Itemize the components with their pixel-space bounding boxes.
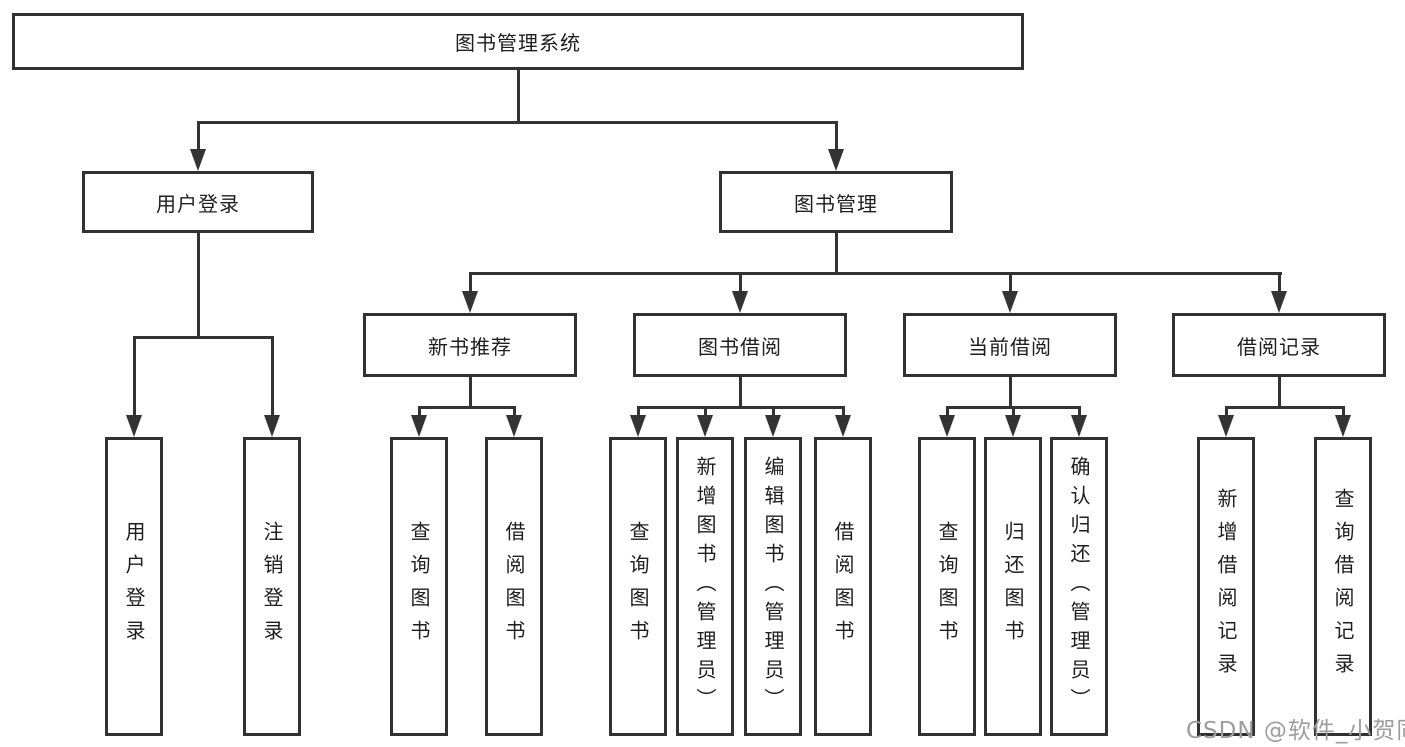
connector-line (1078, 406, 1081, 420)
leaf-label: 查询图书 (935, 520, 959, 653)
leaf-query-borrow-record: 查询借阅记录 (1314, 437, 1372, 736)
leaf-borrow-books-borrowing: 借阅图书 (814, 437, 872, 736)
node-label: 借阅记录 (1237, 334, 1321, 359)
node-label: 图书借阅 (698, 334, 782, 359)
arrow-down-icon (1335, 415, 1351, 437)
connector-line (469, 377, 472, 408)
connector-line (469, 272, 1282, 275)
connector-line (197, 233, 200, 338)
leaf-label: 注销登录 (260, 520, 284, 653)
leaf-query-books-borrowing: 查询图书 (609, 437, 667, 736)
node-label: 当前借阅 (968, 334, 1052, 359)
arrow-down-icon (411, 415, 427, 437)
leaf-label: 查询图书 (626, 520, 650, 653)
connector-line (133, 336, 136, 418)
connector-line (513, 406, 516, 420)
connector-line (835, 233, 838, 274)
arrow-down-icon (1071, 415, 1087, 437)
node-library-management-system: 图书管理系统 (12, 13, 1024, 70)
leaf-return-book: 归还图书 (984, 437, 1042, 736)
leaf-label: 查询图书 (407, 520, 431, 653)
arrow-down-icon (462, 291, 478, 313)
node-book-management: 图书管理 (719, 171, 953, 233)
connector-line (418, 406, 516, 409)
connector-line (469, 272, 472, 293)
node-book-borrowing: 图书借阅 (633, 313, 847, 377)
arrow-down-icon (264, 415, 280, 437)
leaf-label: 新增借阅记录 (1214, 487, 1238, 686)
leaf-borrow-books-recommend: 借阅图书 (485, 437, 543, 736)
leaf-label: 编辑图书（管理员） (761, 456, 785, 717)
connector-line (1012, 406, 1015, 420)
leaf-confirm-return-admin: 确认归还（管理员） (1050, 437, 1108, 736)
connector-line (133, 336, 274, 339)
arrow-down-icon (765, 415, 781, 437)
node-label: 图书管理 (794, 191, 878, 216)
arrow-down-icon (697, 415, 713, 437)
connector-line (842, 406, 845, 420)
leaf-query-books-recommend: 查询图书 (390, 437, 448, 736)
arrow-down-icon (190, 149, 206, 171)
leaf-edit-book-admin: 编辑图书（管理员） (744, 437, 802, 736)
leaf-label: 用户登录 (122, 520, 146, 653)
node-borrowing-records: 借阅记录 (1172, 313, 1386, 377)
csdn-watermark: CSDN @软件_小贺同学 (1186, 718, 1405, 744)
connector-line (772, 406, 775, 420)
connector-line (418, 406, 421, 420)
connector-line (1009, 377, 1012, 408)
arrow-down-icon (506, 415, 522, 437)
connector-line (1342, 406, 1345, 420)
connector-line (946, 406, 949, 420)
connector-line (197, 121, 838, 124)
arrow-down-icon (1271, 291, 1287, 313)
leaf-label: 新增图书（管理员） (693, 456, 717, 717)
node-label: 新书推荐 (428, 334, 512, 359)
leaf-query-books-current: 查询图书 (918, 437, 976, 736)
node-new-book-recommend: 新书推荐 (363, 313, 577, 377)
leaf-label: 借阅图书 (502, 520, 526, 653)
leaf-label: 查询借阅记录 (1331, 487, 1355, 686)
connector-line (1009, 272, 1012, 293)
leaf-add-book-admin: 新增图书（管理员） (676, 437, 734, 736)
connector-line (739, 272, 742, 293)
connector-line (197, 121, 200, 153)
connector-line (1225, 406, 1345, 409)
node-label: 用户登录 (156, 191, 240, 216)
connector-line (637, 406, 845, 409)
connector-line (704, 406, 707, 420)
arrow-down-icon (732, 291, 748, 313)
connector-line (517, 70, 520, 122)
arrow-down-icon (126, 415, 142, 437)
connector-line (835, 121, 838, 153)
leaf-label: 借阅图书 (831, 520, 855, 653)
connector-line (271, 336, 274, 418)
arrow-down-icon (1005, 415, 1021, 437)
leaf-add-borrow-record: 新增借阅记录 (1197, 437, 1255, 736)
leaf-user-login: 用户登录 (105, 437, 163, 736)
node-current-borrowing: 当前借阅 (903, 313, 1117, 377)
node-user-login: 用户登录 (82, 171, 314, 233)
connector-line (637, 406, 640, 420)
arrow-down-icon (835, 415, 851, 437)
arrow-down-icon (828, 149, 844, 171)
arrow-down-icon (630, 415, 646, 437)
connector-line (739, 377, 742, 408)
connector-line (1278, 272, 1281, 293)
leaf-label: 归还图书 (1001, 520, 1025, 653)
arrow-down-icon (1002, 291, 1018, 313)
node-label: 图书管理系统 (455, 31, 581, 55)
connector-line (1278, 377, 1281, 408)
arrow-down-icon (1218, 415, 1234, 437)
arrow-down-icon (939, 415, 955, 437)
connector-line (1225, 406, 1228, 420)
leaf-label: 确认归还（管理员） (1067, 456, 1091, 717)
leaf-logout: 注销登录 (243, 437, 301, 736)
